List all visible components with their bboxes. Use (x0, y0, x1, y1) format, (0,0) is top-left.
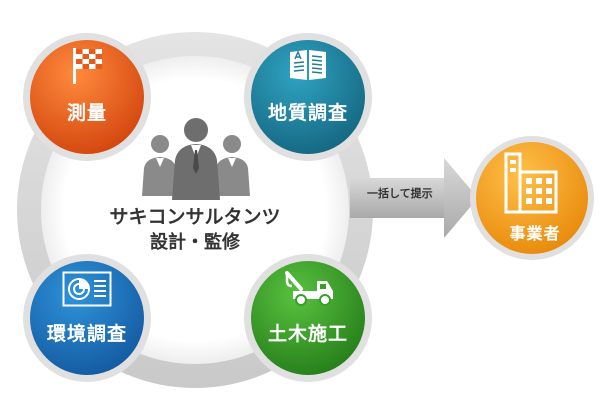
flow-label: 一括して提示 (367, 187, 433, 200)
node-survey-label: 測量 (66, 102, 107, 124)
open-book-icon (290, 50, 326, 80)
flow-arrow (350, 158, 478, 238)
tow-truck-icon (285, 271, 333, 306)
consultants-people-icon (142, 118, 250, 200)
node-survey: 測量 (22, 32, 152, 162)
node-business-operator: 事業者 (470, 132, 600, 262)
node-business-operator-label: 事業者 (509, 224, 561, 243)
checkered-flag-icon (73, 48, 102, 84)
node-environment: 環境調査 (22, 253, 152, 383)
company-role: 設計・監修 (150, 232, 240, 253)
survey-chart-icon (62, 271, 112, 307)
node-geology: 地質調査 (243, 32, 373, 162)
node-civil-label: 土木施工 (267, 323, 348, 345)
office-building-icon (504, 152, 558, 214)
node-geology-label: 地質調査 (267, 102, 348, 124)
node-civil: 土木施工 (243, 253, 373, 383)
company-name: サキコンサルタンツ (109, 206, 281, 228)
node-environment-label: 環境調査 (46, 323, 127, 345)
